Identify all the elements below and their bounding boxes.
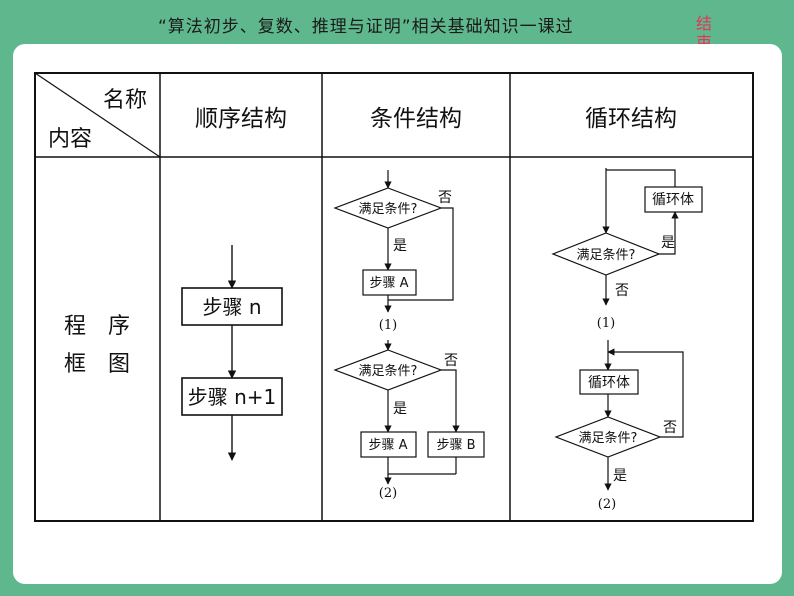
loop2-no-label: 否 bbox=[663, 420, 677, 436]
loop1-body-box bbox=[644, 186, 703, 213]
cond1-yes-label: 是 bbox=[393, 238, 407, 254]
loop2-body-box bbox=[579, 369, 639, 395]
loop2-yes-label: 是 bbox=[613, 468, 627, 484]
corner-diagonal bbox=[34, 72, 161, 158]
sequential-flowchart bbox=[181, 245, 283, 461]
cond2-caption: (2) bbox=[379, 486, 397, 501]
row-label-line1: 程 序 bbox=[64, 314, 130, 339]
cond2-decision-label: 满足条件? bbox=[359, 363, 418, 379]
page-title: “算法初步、复数、推理与证明”相关基础知识一课过 bbox=[158, 17, 574, 37]
seq-step-n1-label: 步骤 n+1 bbox=[188, 385, 277, 409]
column-header-conditional: 条件结构 bbox=[370, 106, 462, 132]
row-label-line2: 框 图 bbox=[64, 352, 130, 377]
corner-label-name: 名称 bbox=[103, 88, 147, 113]
content-card: 名称 内容 顺序结构 条件结构 循环结构 程 序 框 图 步骤 n 步骤 n+1… bbox=[13, 44, 782, 584]
loop-flowchart-2 bbox=[554, 340, 684, 491]
cond2-step-b-label: 步骤 B bbox=[436, 438, 475, 453]
cond1-step-a-box bbox=[362, 269, 417, 296]
structure-table: 名称 内容 顺序结构 条件结构 循环结构 程 序 框 图 步骤 n 步骤 n+1… bbox=[34, 72, 754, 522]
column-header-loop: 循环结构 bbox=[585, 106, 677, 132]
cond1-step-a-label: 步骤 A bbox=[369, 276, 408, 291]
loop2-caption: (2) bbox=[598, 497, 616, 512]
cond1-decision-label: 满足条件? bbox=[359, 201, 418, 217]
loop1-caption: (1) bbox=[597, 316, 615, 331]
cond2-yes-label: 是 bbox=[393, 401, 407, 417]
loop1-decision-label: 满足条件? bbox=[577, 247, 636, 263]
end-button-char-1: 结 bbox=[695, 14, 712, 33]
corner-label-content: 内容 bbox=[48, 127, 92, 152]
cond1-caption: (1) bbox=[379, 318, 397, 333]
loop2-body-label: 循环体 bbox=[588, 375, 630, 391]
loop-flowchart-1 bbox=[551, 168, 703, 306]
loop1-yes-label: 是 bbox=[661, 235, 675, 251]
cond2-step-a-label: 步骤 A bbox=[368, 438, 407, 453]
table-frame bbox=[34, 72, 754, 522]
column-header-sequential: 顺序结构 bbox=[195, 106, 287, 132]
cond2-no-label: 否 bbox=[444, 353, 458, 369]
conditional-flowchart-1 bbox=[333, 170, 454, 313]
loop1-no-label: 否 bbox=[615, 283, 629, 299]
seq-step-n-label: 步骤 n bbox=[202, 295, 261, 319]
loop1-body-label: 循环体 bbox=[652, 192, 694, 208]
conditional-flowchart-2 bbox=[333, 340, 485, 485]
cond1-no-label: 否 bbox=[438, 190, 452, 206]
loop2-decision-label: 满足条件? bbox=[579, 430, 638, 446]
